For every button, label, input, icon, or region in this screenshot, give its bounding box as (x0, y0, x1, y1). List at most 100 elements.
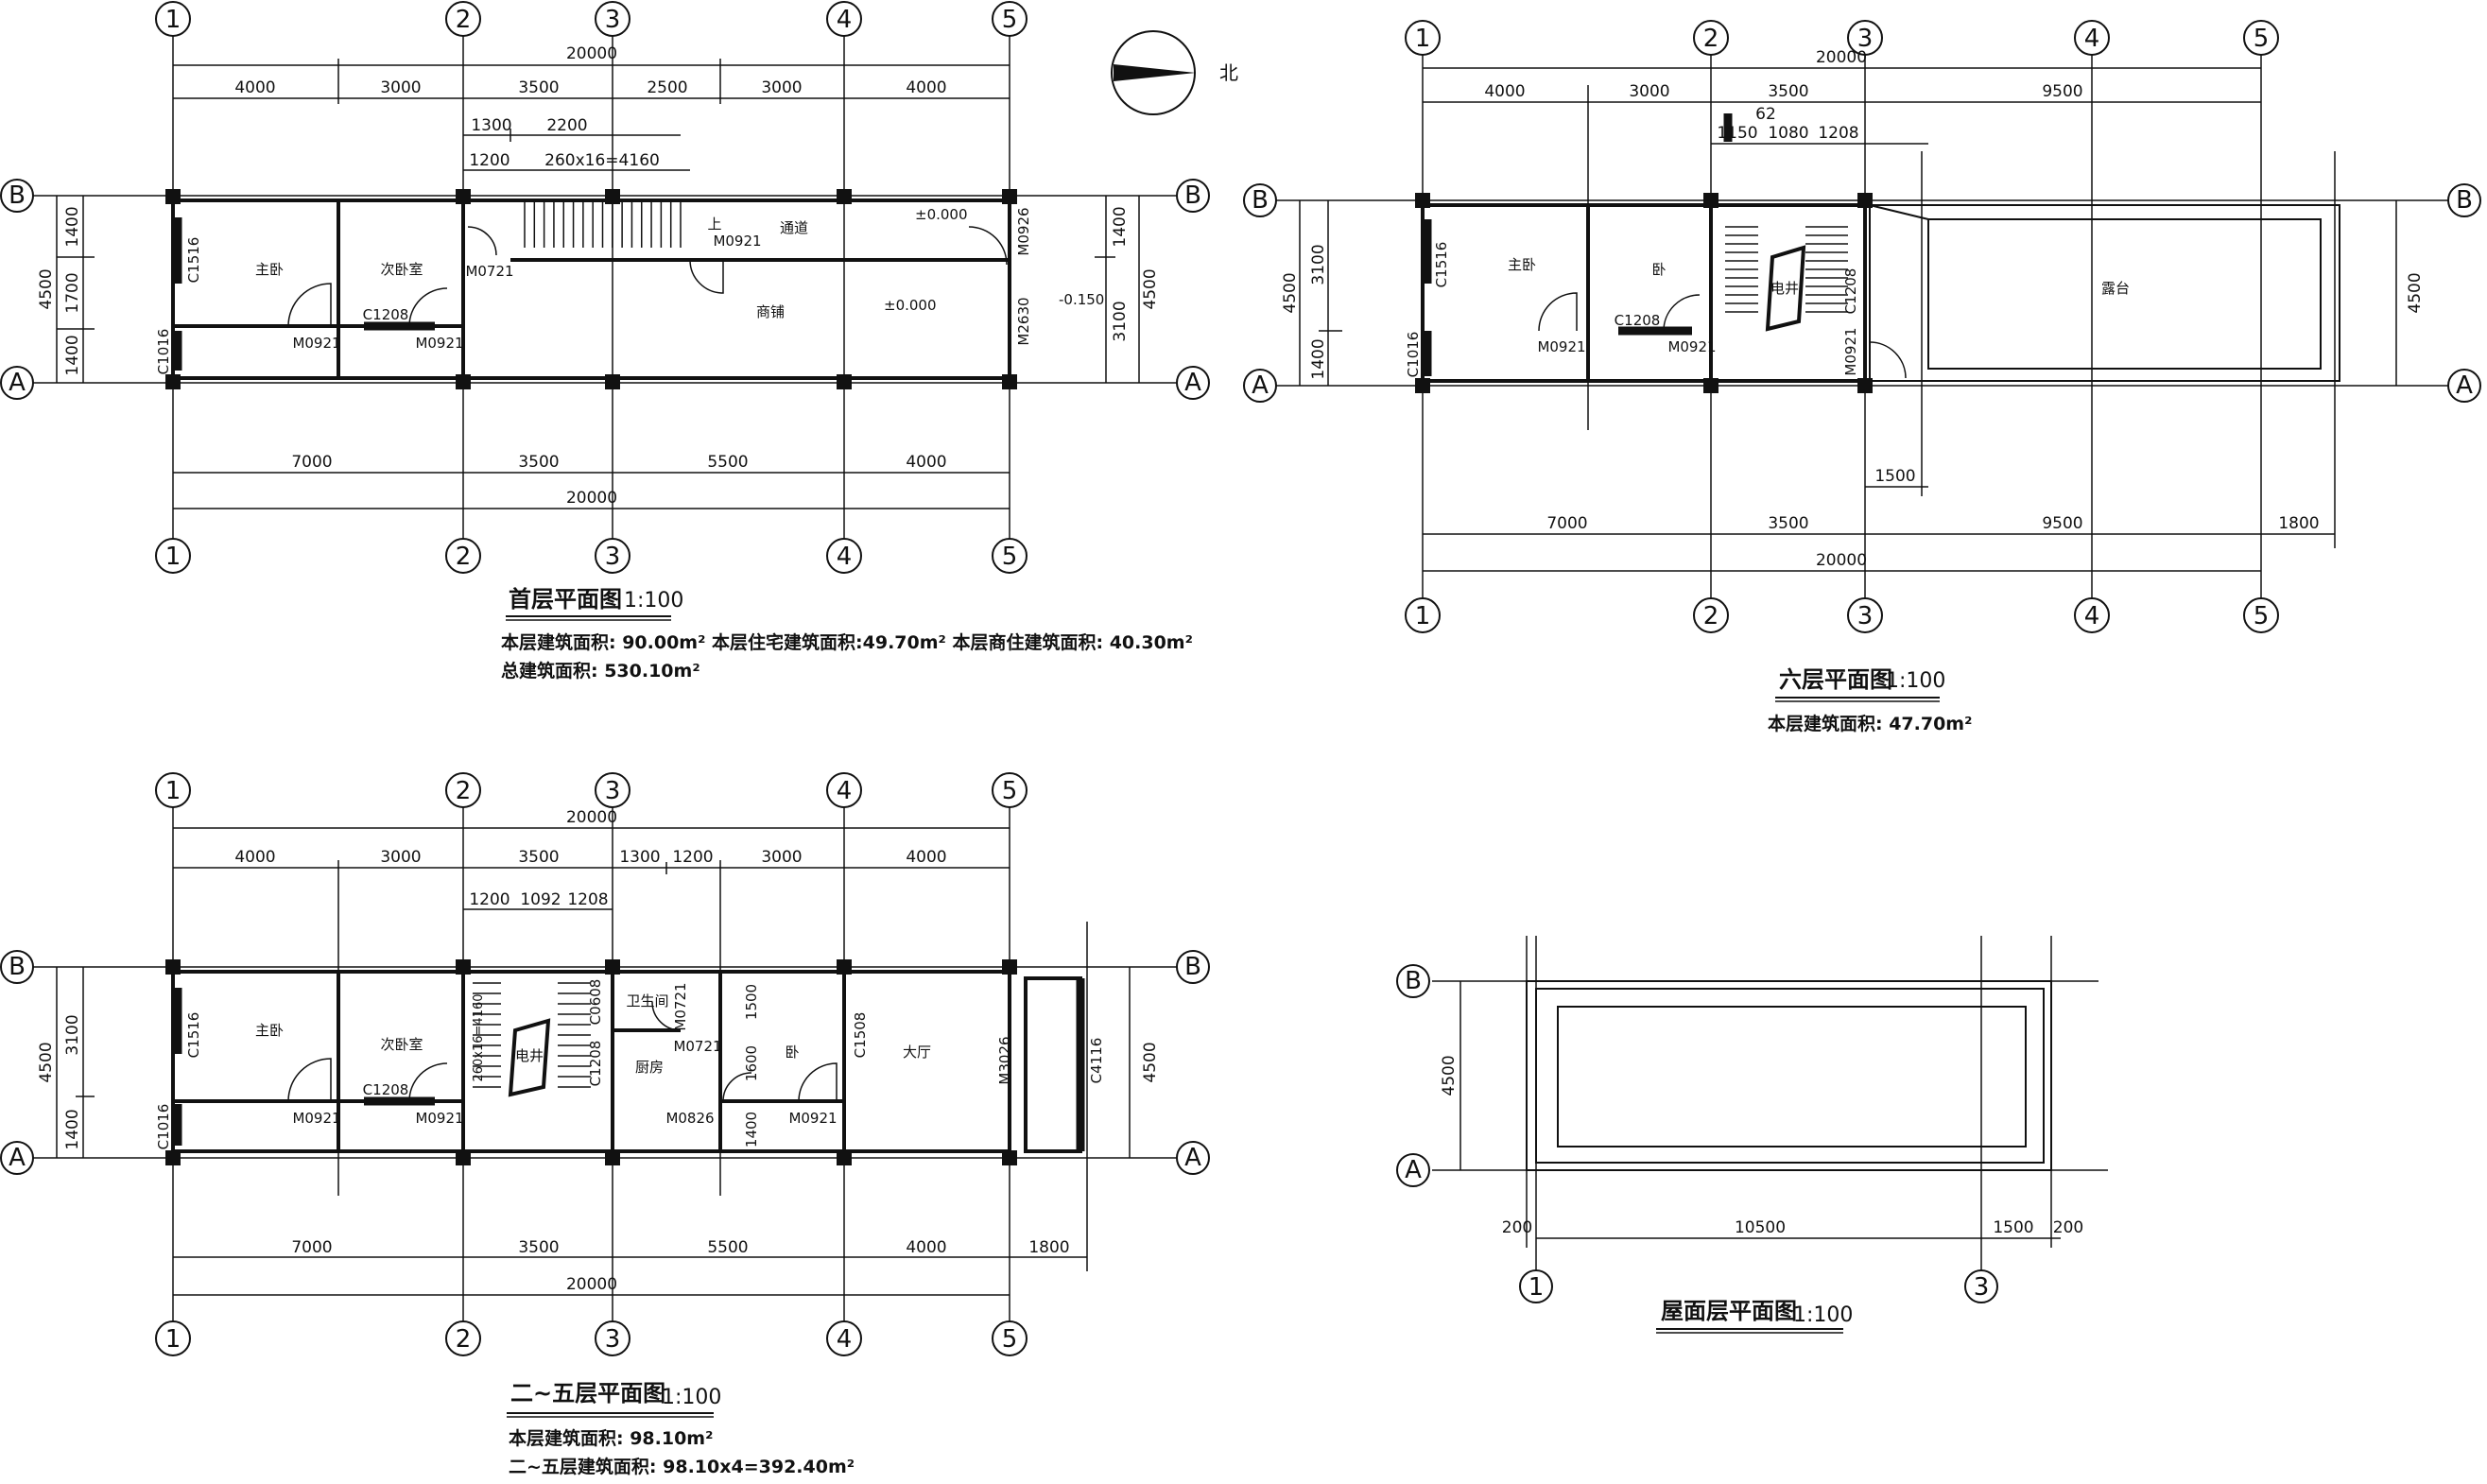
sixth-floor-plan: 电井 1 2 3 4 5 1 2 3 4 5 B A B A (1243, 20, 2481, 734)
dim-text: 1400 (63, 335, 82, 375)
dim-text: 1200 (469, 890, 509, 909)
area-line: 本层建筑面积: 98.10m² (509, 1427, 713, 1449)
dim-text: 1300 (471, 116, 511, 135)
room-label: 通道 (780, 219, 808, 236)
door-tag: M0721 (465, 263, 513, 280)
dim-text: 1208 (1818, 124, 1858, 143)
axis-label: B (9, 181, 26, 210)
window-tag: C1016 (155, 329, 172, 375)
area-line: 本层建筑面积: 47.70m² (1768, 713, 1972, 734)
dim-text: 3500 (1768, 82, 1808, 101)
axis-label: A (1405, 1156, 1422, 1184)
dim-text: 1500 (743, 984, 760, 1020)
dim-text: 1208 (567, 890, 608, 909)
stair-treads (1725, 226, 1848, 313)
ground-floor-plan: 1 2 3 4 5 1 2 3 4 5 B A B A 20000 4000 3… (0, 1, 1210, 682)
window-tag: C1016 (155, 1104, 172, 1150)
dim-text: 1200 (672, 848, 713, 867)
stair-treads (524, 200, 682, 248)
door-swings (287, 226, 1008, 327)
door-tag: M0921 (292, 1110, 340, 1127)
axis-label: 5 (2254, 602, 2270, 630)
door-tag: M0921 (713, 233, 761, 250)
dim-text: 4000 (906, 1238, 946, 1257)
window-lines (1423, 219, 1692, 376)
axis-label: 2 (1703, 25, 1719, 53)
dim-text: 3000 (1629, 82, 1669, 101)
door-tag: M0921 (1667, 338, 1716, 355)
window-tag: C4116 (1088, 1038, 1105, 1084)
axis-label: 1 (1528, 1273, 1545, 1302)
window-tag: C1516 (185, 1012, 202, 1059)
axis-label: 3 (605, 1325, 621, 1354)
area-line: 本层建筑面积: 90.00m² 本层住宅建筑面积:49.70m² 本层商住建筑面… (501, 631, 1193, 653)
window-tag: C1516 (1433, 242, 1450, 288)
dim-total: 20000 (566, 44, 617, 63)
dim-text: 9500 (2042, 514, 2082, 533)
window-tag: C0608 (587, 979, 604, 1026)
dim-total: 20000 (566, 808, 617, 827)
door-tag: M0921 (415, 335, 463, 352)
stair-treads (473, 982, 591, 1088)
dim-text: 1092 (520, 890, 561, 909)
dim-text: 1400 (63, 1109, 82, 1149)
axis-label: 3 (605, 543, 621, 571)
door-tag: M0721 (673, 1038, 721, 1055)
axis-label: A (1184, 369, 1201, 397)
room-label: 商铺 (756, 303, 785, 320)
room-labels: 主卧 次卧室 卫生间 厨房 卧 大厅 C1516 C1016 C1208 M09… (155, 979, 1105, 1150)
window-tag: C1016 (1405, 332, 1422, 378)
axis-label: 5 (1002, 543, 1018, 571)
window-lines (173, 978, 1085, 1151)
axis-bubbles: 1 2 3 4 5 1 2 3 4 5 B A B A (0, 772, 1210, 1356)
dim-text: 3100 (63, 1014, 82, 1055)
window-tag: C1208 (363, 306, 409, 323)
axis-label: 1 (1415, 25, 1431, 53)
area-line: 二~五层建筑面积: 98.10x4=392.40m² (509, 1456, 855, 1477)
dim-text: 3500 (1768, 514, 1808, 533)
axis-label: 4 (837, 543, 853, 571)
door-tag: M0921 (1842, 327, 1859, 375)
axis-bubbles: 1 2 3 4 5 1 2 3 4 5 B A B A (1243, 20, 2481, 633)
dim-text: 4500 (2406, 272, 2425, 313)
axis-label: 3 (1974, 1273, 1990, 1302)
dim-text: 1400 (63, 206, 82, 247)
level-mark: ±0.000 (915, 206, 968, 223)
dim-total: 20000 (1816, 48, 1867, 67)
axis-label: 5 (1002, 6, 1018, 34)
room-label: 电井 (515, 1047, 544, 1064)
axis-label: 4 (837, 777, 853, 805)
level-mark: ±0.000 (884, 297, 937, 314)
dim-text: 3000 (380, 848, 421, 867)
room-label: 电井 (1770, 280, 1799, 297)
window-tag: C1208 (587, 1041, 604, 1087)
dim-text: 260x16=4160 (544, 151, 660, 170)
axis-label: 1 (165, 777, 181, 805)
room-label: 厨房 (635, 1059, 664, 1076)
axis-lines (1276, 38, 2448, 600)
walls (1421, 203, 1867, 383)
door-tag: M0926 (1015, 207, 1032, 255)
axis-label: 3 (1857, 25, 1874, 53)
dimension-texts: 20000 4000 3000 3500 9500 62 1150 1080 1… (1281, 48, 2425, 570)
axis-label: B (9, 953, 26, 981)
terrace-outline (1869, 204, 2340, 382)
dim-text: 9500 (2042, 82, 2082, 101)
dimension-lines (1299, 67, 2397, 572)
door-tag: M3026 (996, 1036, 1013, 1084)
structural-columns (165, 189, 1017, 389)
plan-title: 屋面层平面图 (1661, 1298, 1797, 1324)
axis-label: 1 (165, 543, 181, 571)
axis-label: 3 (1857, 602, 1874, 630)
dim-text: 1700 (63, 272, 82, 313)
dim-text: 200 (1502, 1218, 1532, 1237)
dim-text: 1500 (1993, 1218, 2033, 1237)
window-tag: C1208 (1615, 312, 1661, 329)
dim-text: 4500 (37, 1042, 56, 1082)
axis-label: 1 (165, 6, 181, 34)
window-tag: C1508 (852, 1012, 869, 1059)
axis-label: 1 (1415, 602, 1431, 630)
typical-title-block: 二~五层平面图 1:100 本层建筑面积: 98.10m² 二~五层建筑面积: … (507, 1380, 855, 1477)
